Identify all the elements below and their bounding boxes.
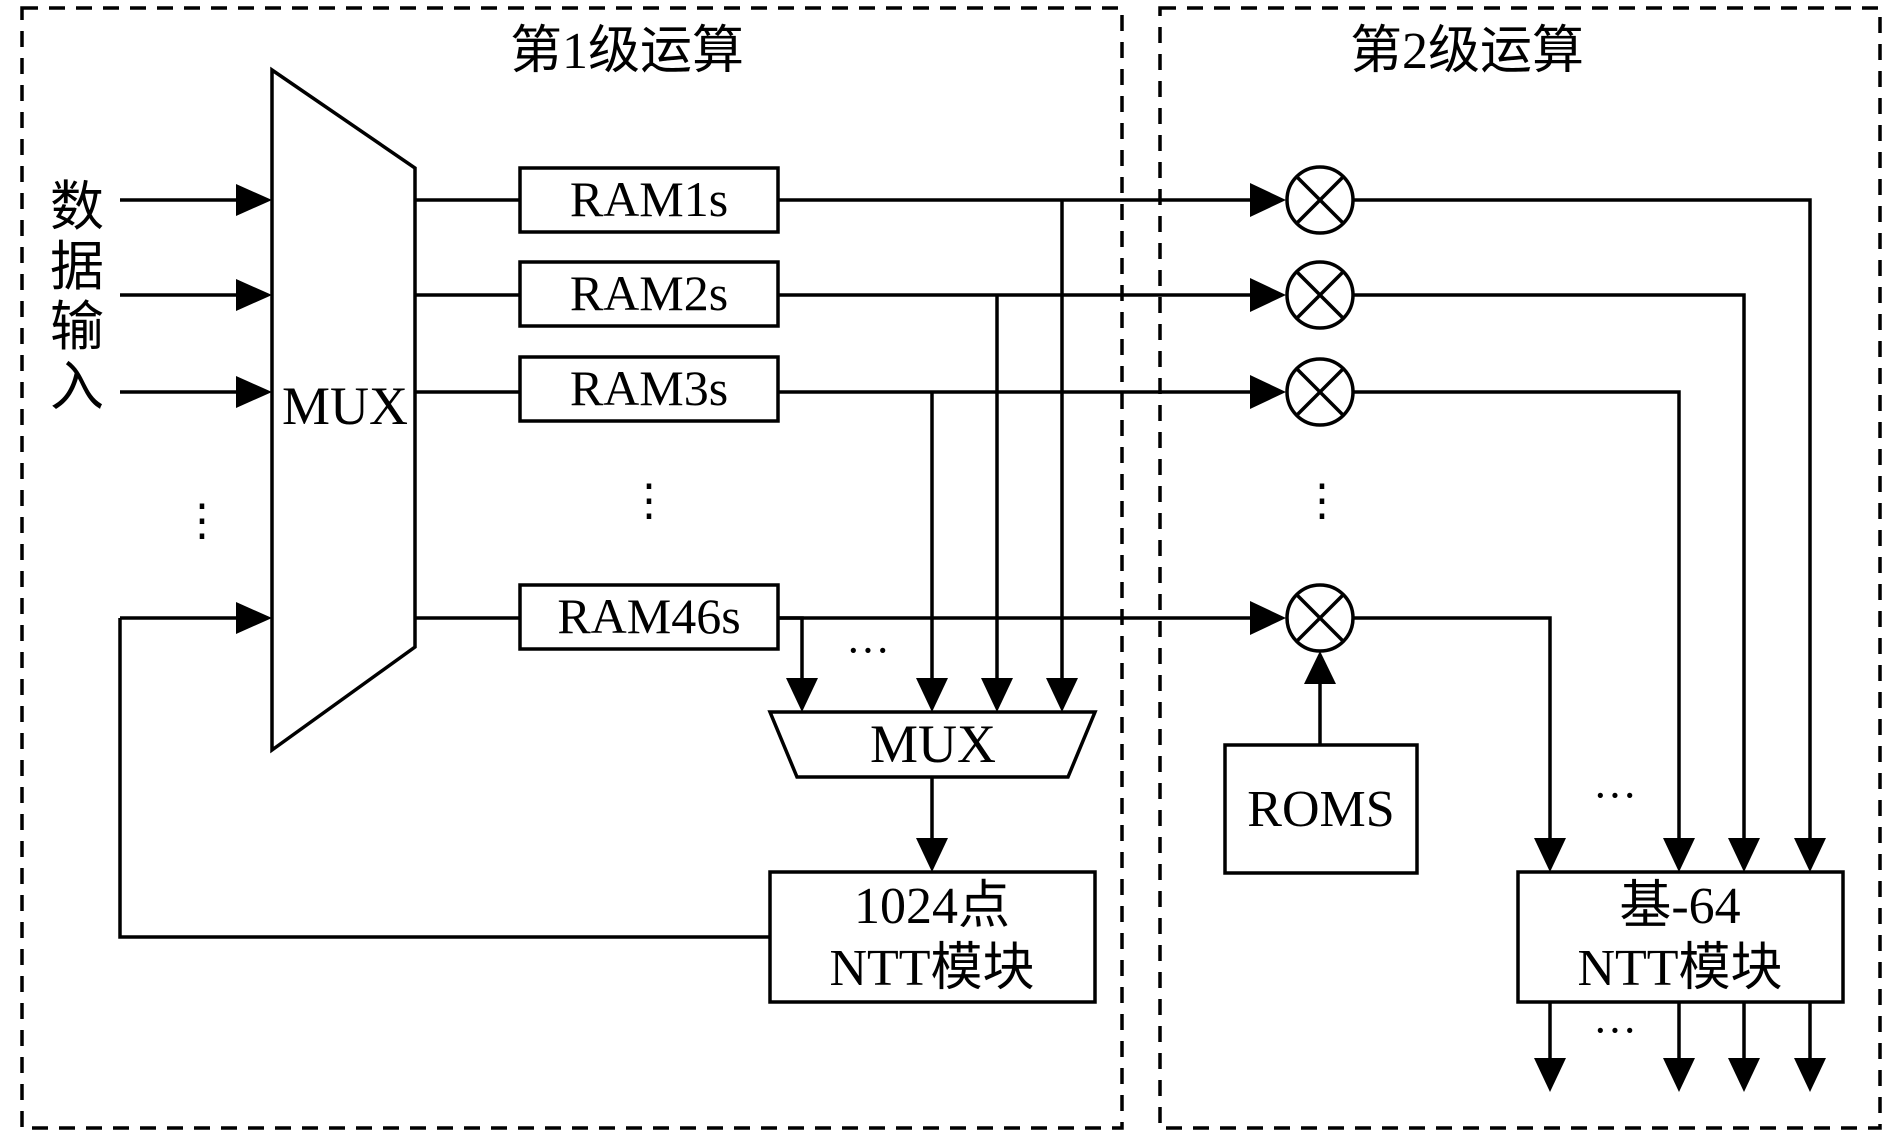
ram1-label: RAM1s [570,171,728,227]
multiplier-1 [1285,165,1355,235]
secondary-mux [767,710,1098,779]
ram3-block: RAM3s [518,355,780,423]
roms-to-multiplier-arrow [1304,651,1336,684]
secondary-mux-label: MUX [870,714,996,774]
svg-text:数: 数 [50,177,104,237]
feedback-line [118,618,770,939]
svg-text:入: 入 [50,357,104,417]
ntt1024-line2: NTT模块 [829,940,1034,997]
mux2-input-ellipsis: ··· [846,626,890,675]
ram3-label: RAM3s [570,360,728,416]
radix64-output-ellipsis: ··· [1593,1006,1637,1055]
ram-to-multiplier-lines [778,183,1286,635]
radix64-output-arrows [1534,1002,1826,1092]
stage2-boundary [1158,6,1882,1130]
stage1-title: 第1级运算 [510,23,744,80]
mux2-to-ntt-arrow [916,838,948,872]
ram46-block: RAM46s [518,583,780,651]
multiplier-3 [1285,357,1355,427]
ram46-label: RAM46s [557,588,740,644]
ram-to-mux2-lines [778,200,1078,712]
multiplier-ellipsis: ⋮ [1300,476,1344,525]
svg-text:据: 据 [50,237,104,297]
multiplier-2 [1285,260,1355,330]
ntt1024-line1: 1024点 [854,878,1010,935]
stage2-title: 第2级运算 [1350,23,1584,80]
input-arrows [120,184,272,634]
radix64-line2: NTT模块 [1577,940,1782,997]
svg-text:输: 输 [50,297,104,357]
roms-label: ROMS [1247,781,1394,838]
ram2-block: RAM2s [518,260,780,328]
ram1-block: RAM1s [518,166,780,234]
ntt1024-module: 1024点 NTT模块 [768,870,1097,1004]
ram2-label: RAM2s [570,265,728,321]
radix64-line1: 基-64 [1619,878,1740,935]
input-ellipsis: ⋮ [180,496,224,545]
roms-block: ROMS [1223,743,1419,875]
multiplier-46 [1285,583,1355,653]
ram-ellipsis: ⋮ [627,476,671,525]
data-input-label: 数 据 输 入 [50,177,104,417]
stage1-boundary [20,6,1124,1130]
main-mux-label: MUX [282,376,408,436]
radix64-input-ellipsis: ··· [1593,771,1637,820]
multiplier-to-radix64-lines [1353,198,1826,872]
main-mux [270,66,417,754]
radix64-module: 基-64 NTT模块 [1516,870,1845,1004]
mux-to-ram-lines [415,198,520,620]
